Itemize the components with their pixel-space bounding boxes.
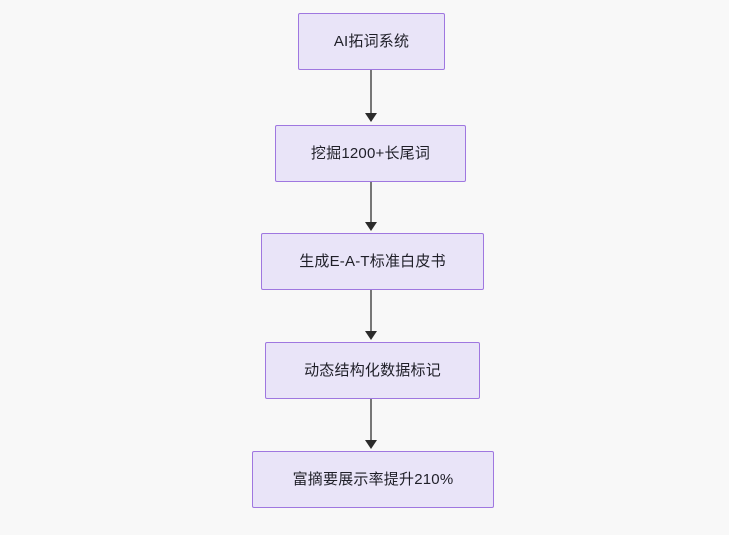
arrowhead-node2-node3 bbox=[365, 222, 377, 231]
flow-node-rich-snippet-result[interactable]: 富摘要展示率提升210% bbox=[252, 451, 494, 508]
flow-node-label: AI拓词系统 bbox=[333, 33, 410, 50]
flow-node-structured-data-markup[interactable]: 动态结构化数据标记 bbox=[265, 342, 480, 399]
connector-node3-node4 bbox=[370, 290, 372, 333]
arrowhead-node1-node2 bbox=[365, 113, 377, 122]
connector-node2-node3 bbox=[370, 182, 372, 224]
connector-node4-node5 bbox=[370, 399, 372, 442]
arrowhead-node4-node5 bbox=[365, 440, 377, 449]
connector-node1-node2 bbox=[370, 70, 372, 115]
flow-node-label: 富摘要展示率提升210% bbox=[292, 471, 454, 488]
flow-node-label: 挖掘1200+长尾词 bbox=[310, 145, 431, 162]
flow-node-eat-whitepaper[interactable]: 生成E-A-T标准白皮书 bbox=[261, 233, 484, 290]
flow-node-label: 生成E-A-T标准白皮书 bbox=[299, 253, 446, 270]
flow-node-label: 动态结构化数据标记 bbox=[304, 362, 441, 379]
flow-node-ai-keyword-system[interactable]: AI拓词系统 bbox=[298, 13, 445, 70]
flow-node-longtail-keywords[interactable]: 挖掘1200+长尾词 bbox=[275, 125, 466, 182]
arrowhead-node3-node4 bbox=[365, 331, 377, 340]
